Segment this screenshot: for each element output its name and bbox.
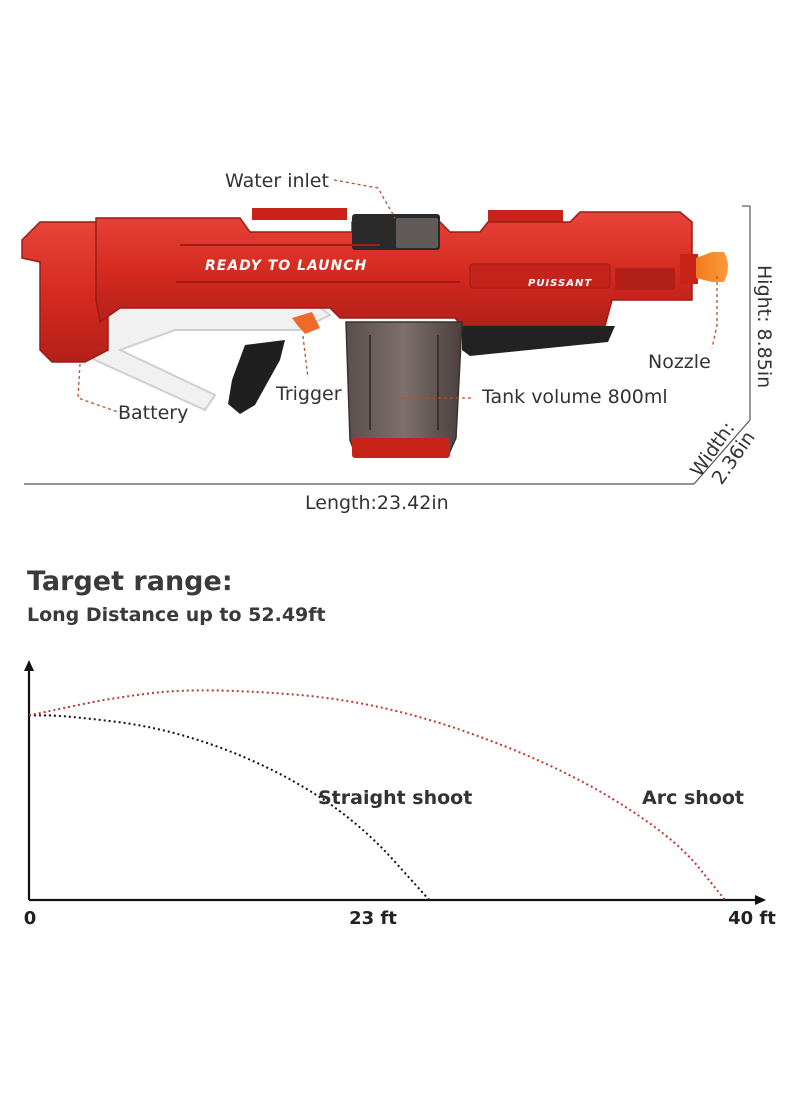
top-rail-right [488,210,563,224]
grip [228,340,285,414]
water-inlet-window [396,218,438,248]
range-title: Target range: [27,566,233,597]
x-tick-0: 0 [24,908,37,929]
tank-base [352,438,450,458]
water-gun: READY TO LAUNCH PUISSANT [21,208,728,458]
battery-label: Battery [118,402,188,424]
y-axis-arrow [24,660,34,671]
trigger-label: Trigger [275,383,342,405]
barrel-tip [680,254,698,284]
straight-shoot-curve [29,714,431,901]
x-tick-23ft: 23 ft [349,908,397,929]
vent-grille [615,268,675,290]
nozzle-label: Nozzle [648,351,711,373]
x-axis-arrow [755,895,766,905]
gun-brand-text: PUISSANT [528,278,592,289]
length-dimension: Length:23.42in [305,492,449,514]
top-rail-left [252,208,347,220]
stock [21,221,109,363]
water-inlet-label: Water inlet [225,170,329,192]
water-tank [345,321,463,457]
height-dimension: Hight: 8.85in [753,265,775,388]
range-subtitle: Long Distance up to 52.49ft [27,604,326,626]
nozzle [696,252,728,282]
trigger [292,312,320,334]
dimension-lines [24,205,751,485]
gun-side-text: READY TO LAUNCH [205,258,367,274]
lower-rail [462,326,615,356]
range-chart: Straight shoot Arc shoot 0 23 ft 40 ft [24,660,776,929]
callout-leaders [77,179,718,413]
width-dimension: Width: 2.36in [686,418,760,489]
straight-shoot-label: Straight shoot [318,787,472,809]
arc-shoot-label: Arc shoot [642,787,744,809]
x-tick-40ft: 40 ft [728,908,776,929]
tank-volume-label: Tank volume 800ml [481,386,668,408]
body-panel [469,263,611,289]
